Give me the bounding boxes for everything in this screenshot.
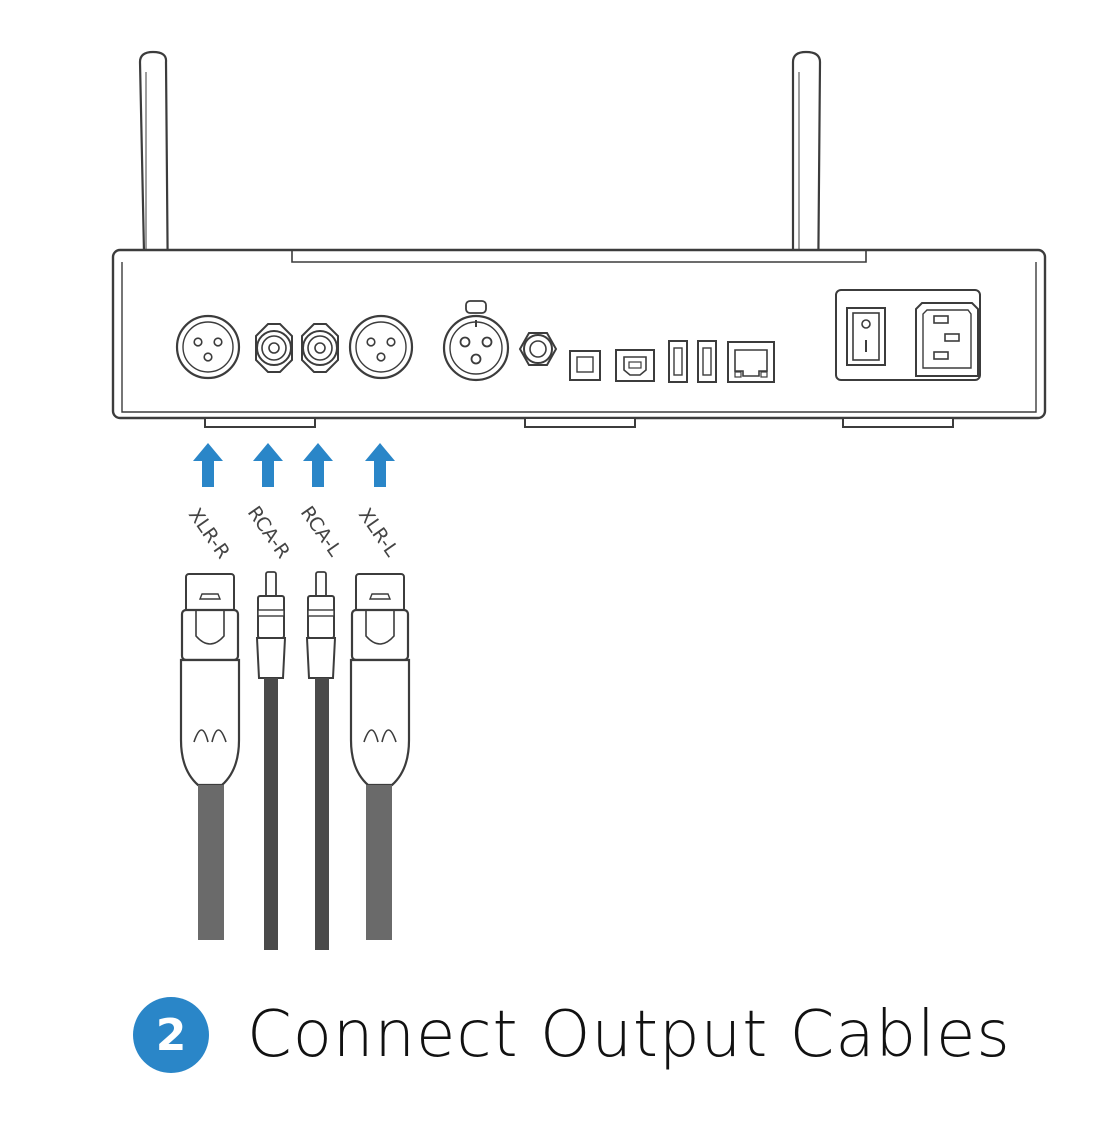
power-panel xyxy=(835,289,981,381)
iec-power-inlet-icon xyxy=(915,302,979,377)
up-arrow-icon xyxy=(253,443,283,487)
optical-jack xyxy=(569,350,601,381)
rca-l-cable xyxy=(305,571,337,950)
usb-a-jack-2 xyxy=(697,340,717,383)
step-title: Connect Output Cables xyxy=(247,998,1011,1072)
coaxial-jack xyxy=(518,332,558,366)
xlr-input-jack xyxy=(442,300,510,382)
up-arrow-icon xyxy=(365,443,395,487)
xlr-r-output-jack xyxy=(175,314,241,380)
label-xlr-r: XLR-R xyxy=(184,504,234,563)
rca-r-output-jack xyxy=(255,323,293,373)
usb-b-jack xyxy=(615,349,655,382)
device-feet xyxy=(204,417,954,428)
step-heading: 2 Connect Output Cables xyxy=(133,985,1011,1085)
label-rca-l: RCA-L xyxy=(296,502,346,560)
step-number-badge: 2 xyxy=(133,997,209,1073)
usb-a-jack-1 xyxy=(668,340,688,383)
label-rca-r: RCA-R xyxy=(243,502,294,562)
label-xlr-l: XLR-L xyxy=(354,504,403,561)
power-switch-icon xyxy=(846,307,886,366)
up-arrow-icon xyxy=(303,443,333,487)
rca-l-output-jack xyxy=(301,323,339,373)
up-arrow-icon xyxy=(193,443,223,487)
xlr-l-output-jack xyxy=(348,314,414,380)
xlr-l-cable xyxy=(349,573,411,940)
rca-r-cable xyxy=(255,571,287,950)
xlr-r-cable xyxy=(179,573,241,940)
ethernet-jack xyxy=(727,341,775,383)
